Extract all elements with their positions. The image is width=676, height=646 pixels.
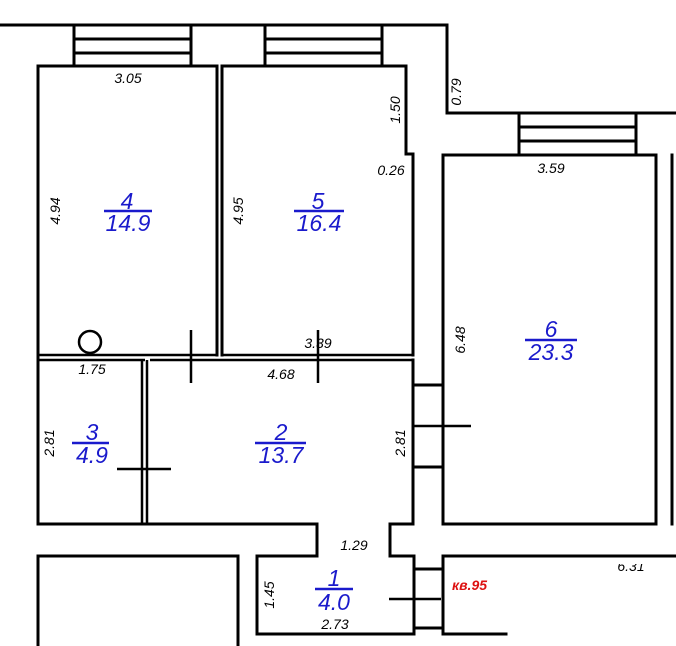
fixture-circle-icon (77, 329, 103, 355)
room-4 (36, 64, 219, 357)
room-3-and-2 (36, 353, 416, 636)
room-number: 5 (312, 188, 325, 214)
room-area: 4.0 (318, 589, 350, 615)
top-outer-wall (0, 23, 676, 115)
dim-room1-width-top: 1.29 (340, 537, 367, 553)
dim-room4-height: 4.94 (47, 197, 63, 224)
room-label-3: 3 4.9 (72, 419, 109, 468)
room-number: 6 (545, 316, 558, 342)
apartment-label: кв.95 (452, 577, 487, 593)
room-number: 1 (328, 565, 341, 591)
dim-room1-height: 1.45 (261, 581, 277, 608)
dim-room5-bottom-width: 3.39 (304, 335, 331, 351)
room-area: 14.9 (106, 210, 151, 236)
room-area: 4.9 (76, 442, 108, 468)
dim-room3-height: 2.81 (41, 429, 57, 457)
room-labels: 4 14.9 5 16.4 6 23.3 3 4.9 2 13.7 (72, 188, 577, 615)
room-area: 23.3 (528, 339, 574, 365)
exterior-walls (0, 23, 676, 115)
dim-room1-width-bottom: 2.73 (320, 616, 348, 632)
dim-room5-offset-width: 0.26 (377, 162, 404, 178)
label-clip-mask (600, 558, 676, 564)
dim-room4-width: 3.05 (114, 70, 141, 86)
dim-corridor-top: 0.79 (448, 78, 464, 105)
window-room6 (517, 111, 638, 157)
dim-room6-width: 3.59 (537, 160, 564, 176)
room-label-1: 1 4.0 (315, 565, 353, 615)
room-5 (220, 64, 415, 357)
neighbor-rooms-bottom-left (36, 554, 240, 646)
dim-room5-offset-height: 1.50 (387, 96, 403, 123)
room-area: 13.7 (259, 442, 305, 468)
window-room4 (72, 23, 193, 68)
room-label-6: 6 23.3 (525, 316, 577, 365)
room-area: 16.4 (297, 210, 342, 236)
room-label-4: 4 14.9 (104, 188, 152, 236)
room-label-5: 5 16.4 (294, 188, 344, 236)
room-number: 4 (121, 188, 134, 214)
window-room5 (263, 23, 384, 68)
room-number: 2 (274, 419, 288, 445)
dimension-labels: 3.05 4.94 4.95 1.50 0.26 3.39 0.79 3.59 … (41, 70, 645, 632)
room-label-2: 2 13.7 (255, 419, 306, 468)
dim-room6-height: 6.48 (452, 326, 468, 353)
room-number: 3 (86, 419, 99, 445)
dim-room5-height: 4.95 (230, 197, 246, 224)
dim-room2-height: 2.81 (392, 429, 408, 457)
corridor-walls (411, 153, 658, 526)
dim-room2-width: 4.68 (267, 366, 294, 382)
dim-room3-width: 1.75 (78, 361, 105, 377)
